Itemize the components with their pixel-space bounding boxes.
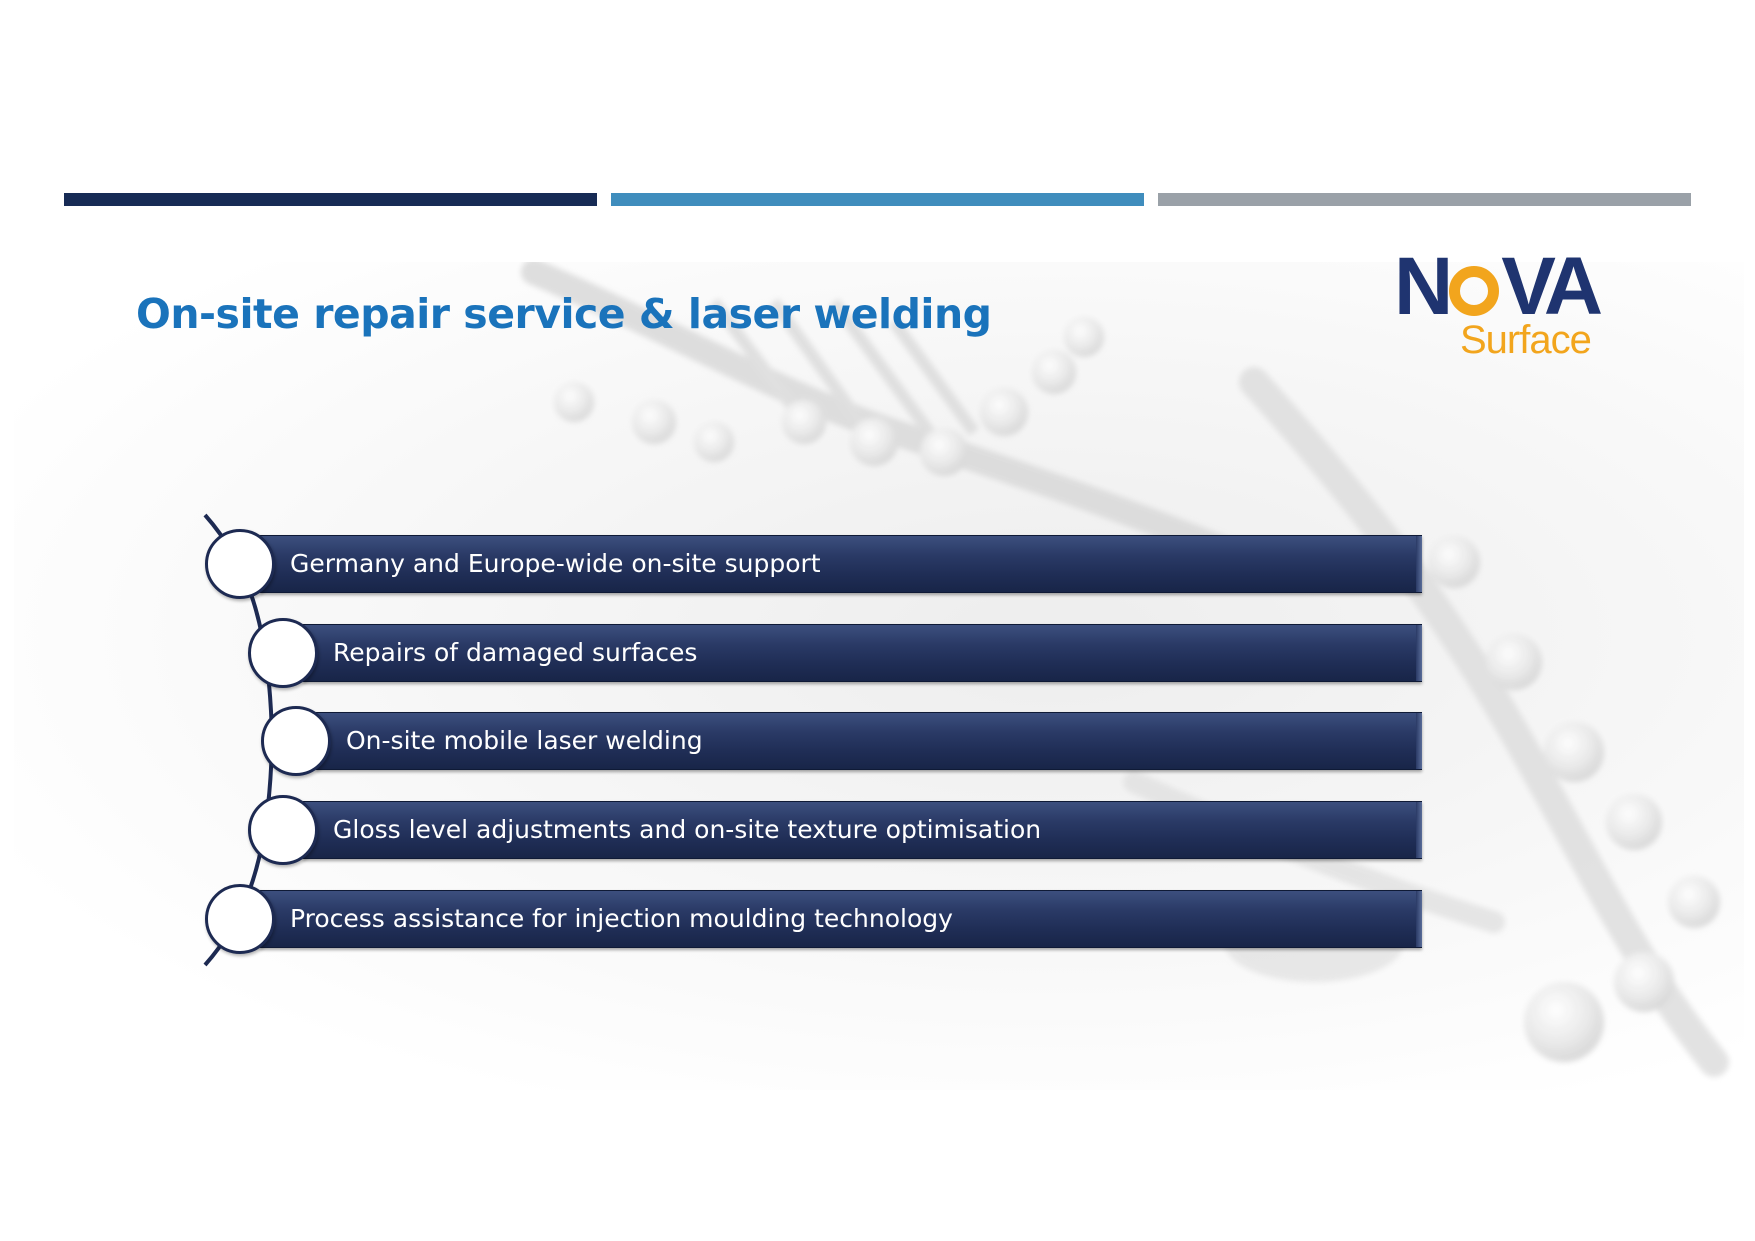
list-item-bar	[303, 801, 1422, 859]
logo-letters-va: VA	[1501, 241, 1603, 332]
list-item-bar	[303, 624, 1422, 682]
bullet-circle-icon	[248, 618, 318, 688]
accent-bar-dark	[64, 193, 597, 206]
logo-subtitle: Surface	[1460, 318, 1592, 362]
list-item-label: Process assistance for injection mouldin…	[290, 904, 953, 933]
page-title: On-site repair service & laser welding	[136, 290, 992, 338]
list-item-bar	[316, 712, 1422, 770]
logo-o-ring-icon	[1449, 266, 1500, 316]
accent-bar-blue	[611, 193, 1144, 206]
bullet-circle-icon	[261, 706, 331, 776]
bullet-circle-icon	[248, 795, 318, 865]
list-item-label: Gloss level adjustments and on-site text…	[333, 815, 1042, 844]
list-item-bar	[260, 890, 1422, 948]
list-item-bar	[260, 535, 1422, 593]
bullet-circle-icon	[205, 884, 275, 954]
list-item-label: On-site mobile laser welding	[346, 726, 703, 755]
list-item-label: Germany and Europe-wide on-site support	[290, 549, 821, 578]
bullet-circle-icon	[205, 529, 275, 599]
accent-bar-gray	[1158, 193, 1691, 206]
logo-letter-n: N	[1394, 241, 1453, 332]
list-item-label: Repairs of damaged surfaces	[333, 638, 698, 667]
